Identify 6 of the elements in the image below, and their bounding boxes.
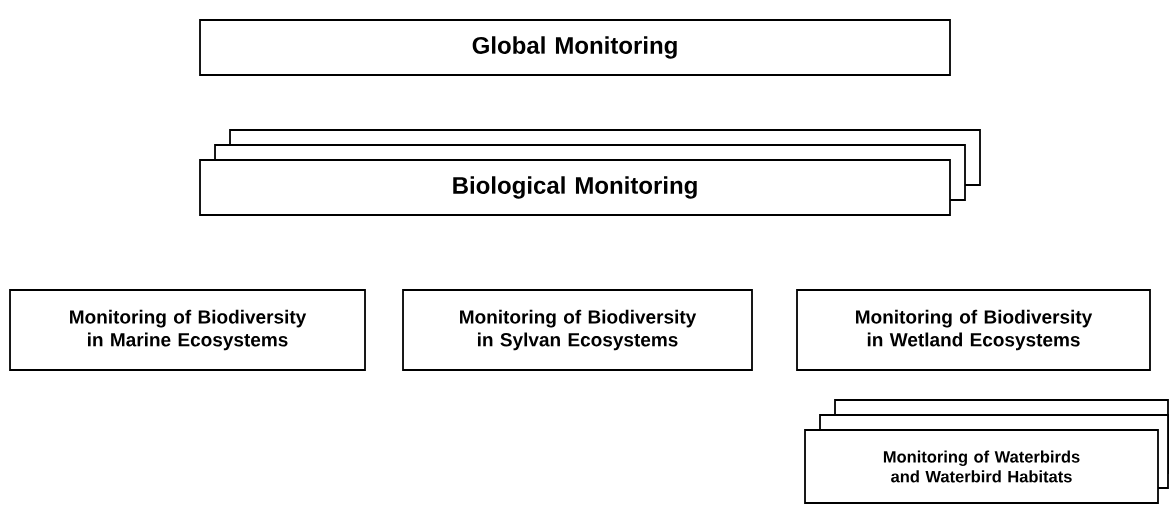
stacked-box: Biological Monitoring [199,129,981,216]
process-box: Monitoring of Biodiversity in Wetland Ecosystems [796,289,1151,371]
process-box: Global Monitoring [199,19,951,76]
stacked-box: Monitoring of Waterbirds and Waterbird Habitats [804,399,1169,504]
process-box: Monitoring of Biodiversity in Sylvan Ecosystems [402,289,753,371]
process-box: Monitoring of Biodiversity in Marine Ecosystems [9,289,366,371]
